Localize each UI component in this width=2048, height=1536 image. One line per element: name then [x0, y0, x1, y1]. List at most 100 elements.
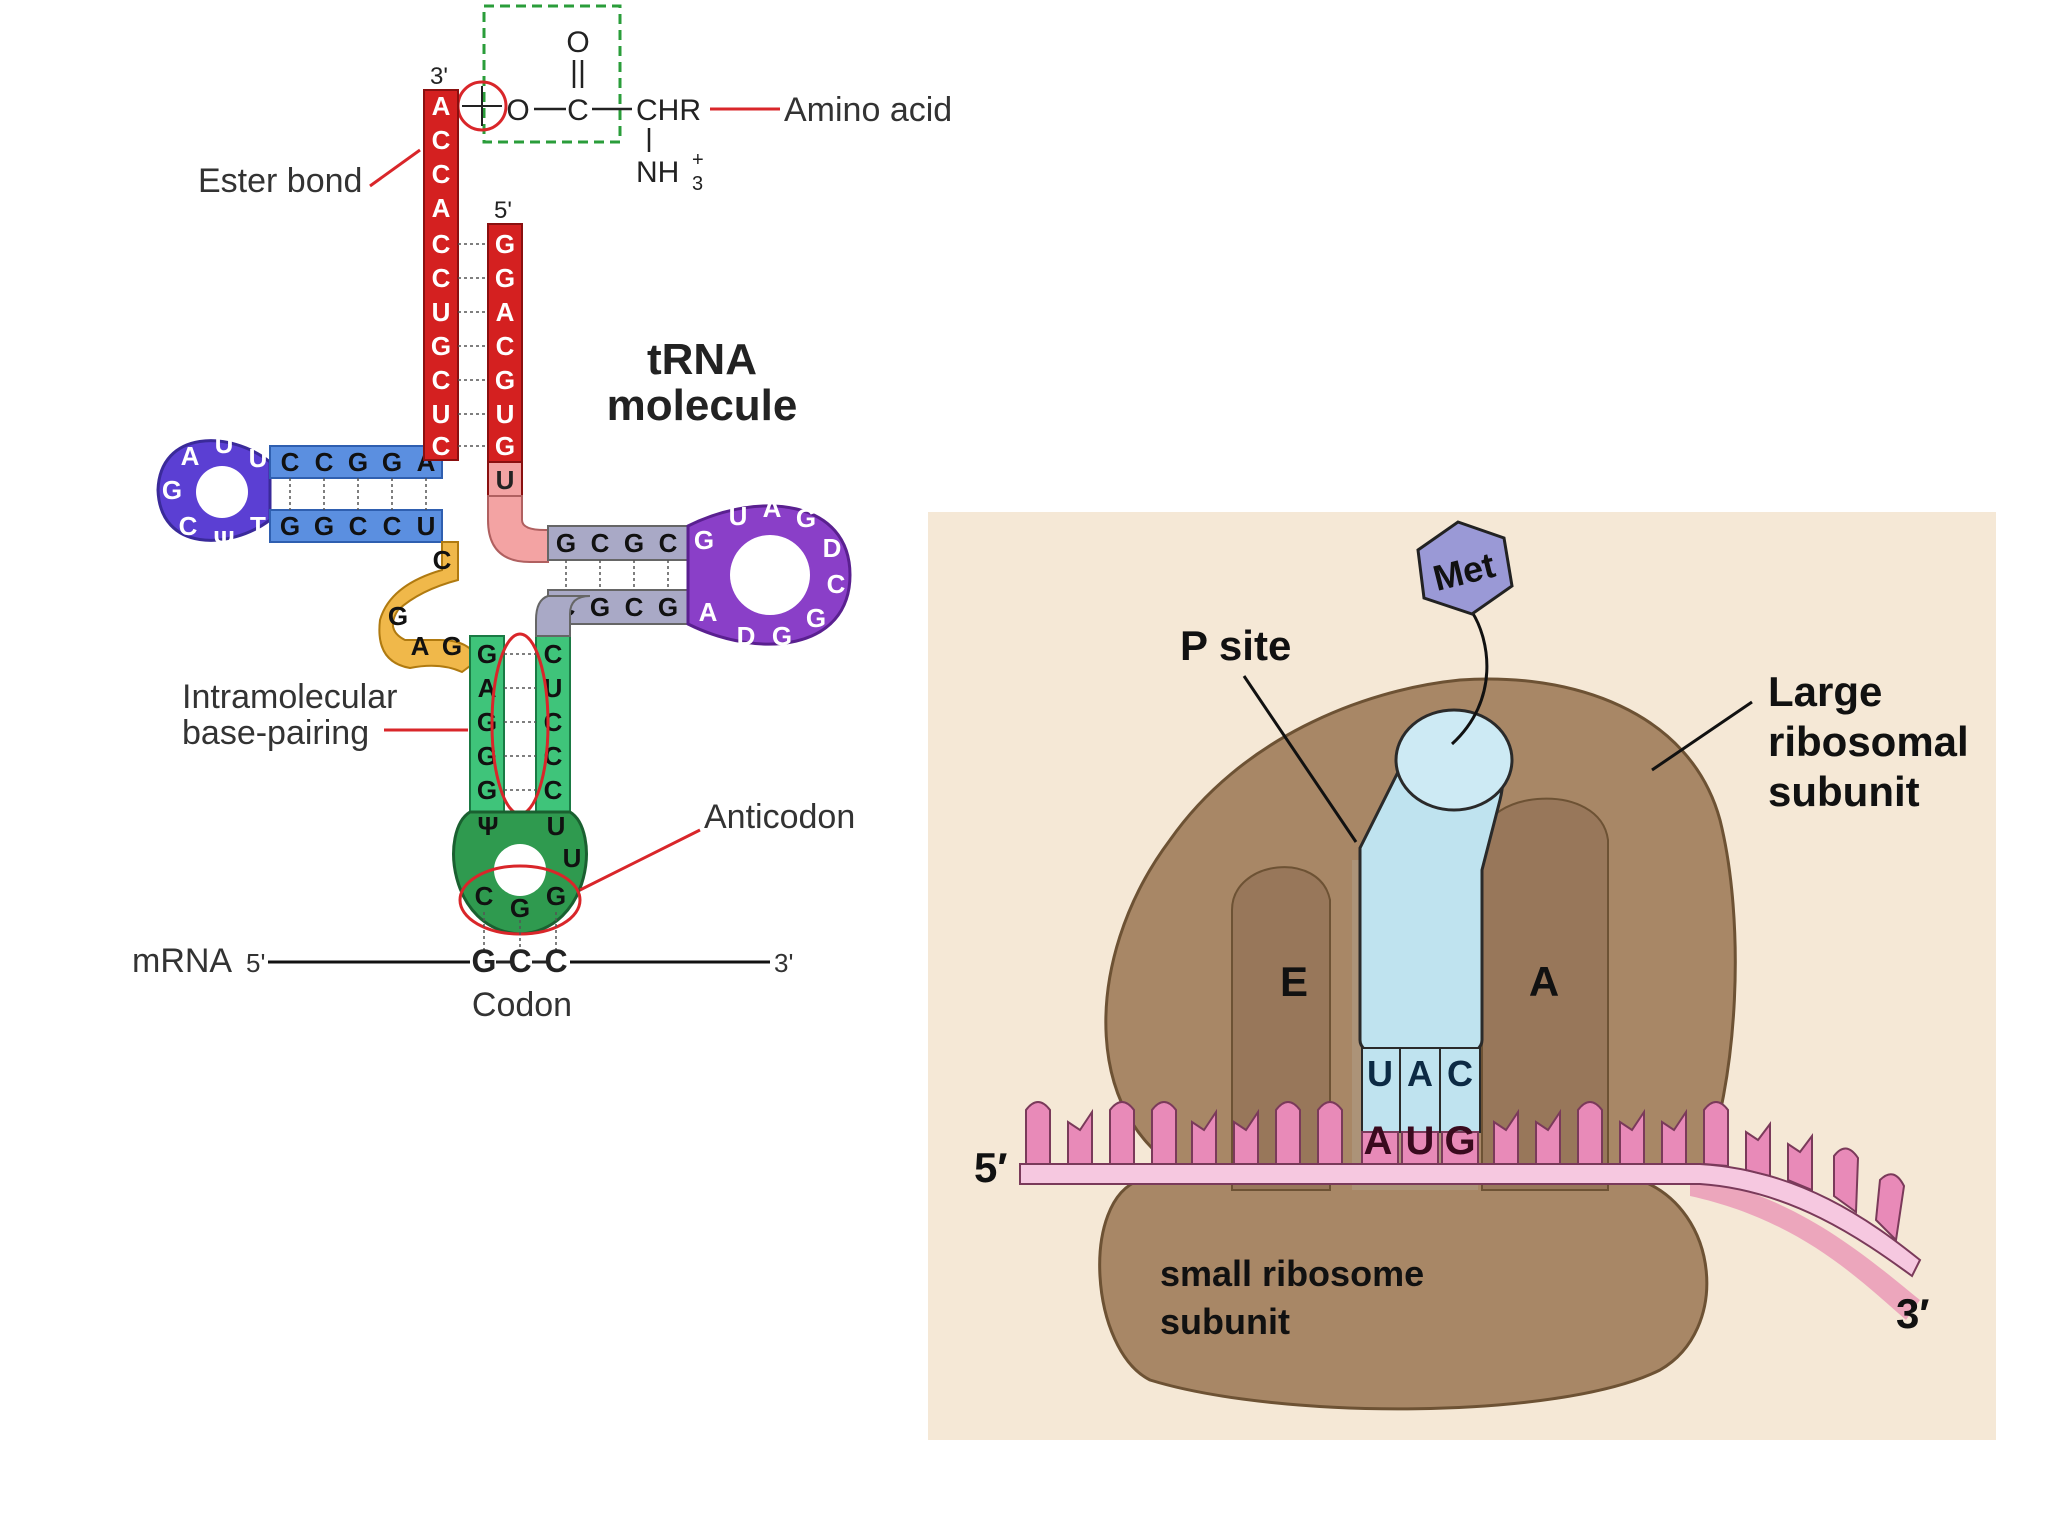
- svg-text:C: C: [827, 569, 846, 599]
- anticodon-arm-left-bases: G A G G G: [477, 639, 497, 805]
- svg-text:U: U: [496, 465, 515, 495]
- mrna-five-prime-label: 5′: [974, 1144, 1007, 1191]
- svg-text:C: C: [544, 775, 563, 805]
- svg-text:C: C: [591, 528, 610, 558]
- small-subunit-line2: subunit: [1160, 1301, 1290, 1342]
- amino-acid-box: [482, 4, 622, 144]
- a-site-label: A: [1529, 958, 1559, 1005]
- ribosome-anticodon: U A C: [1367, 1053, 1473, 1094]
- small-subunit-line1: small ribosome: [1160, 1253, 1424, 1294]
- acceptor-left-bases: A C C A C C U G C U C: [431, 91, 451, 461]
- large-subunit-line2: ribosomal: [1768, 718, 1969, 765]
- svg-text:C: C: [496, 331, 515, 361]
- svg-text:U: U: [544, 673, 563, 703]
- anticodon-label: Anticodon: [704, 798, 855, 836]
- mrna-teeth: [1025, 1101, 1906, 1243]
- svg-text:T: T: [250, 511, 266, 541]
- svg-text:U: U: [432, 297, 451, 327]
- svg-text:G: G: [658, 592, 678, 622]
- svg-text:C: C: [475, 881, 494, 911]
- d-arm-pairing-lines: [289, 478, 427, 510]
- amino-chr: CHR: [636, 94, 701, 127]
- svg-text:A: A: [496, 297, 515, 327]
- e-site-label: E: [1280, 958, 1308, 1005]
- acceptor-stem-right: [487, 223, 523, 463]
- anticodon-loop-extra-bases: Ψ U U: [477, 811, 581, 873]
- e-site-pocket: [1231, 866, 1331, 1191]
- svg-text:A: A: [432, 193, 451, 223]
- small-ribosome-subunit: [1098, 1178, 1709, 1411]
- intramolecular-label-2: base-pairing: [182, 714, 369, 752]
- svg-text:G: G: [314, 511, 334, 541]
- mrna-tail: [1690, 1176, 1920, 1320]
- svg-text:C: C: [659, 528, 678, 558]
- svg-text:C: C: [432, 125, 451, 155]
- svg-text:C: C: [281, 447, 300, 477]
- label-5prime-top: 5': [494, 197, 512, 224]
- amino-acid-label: Amino acid: [784, 91, 952, 129]
- svg-text:A: A: [699, 597, 718, 627]
- label-3prime-top: 3': [430, 63, 448, 90]
- svg-text:Ψ: Ψ: [477, 811, 498, 841]
- svg-text:C: C: [508, 943, 531, 979]
- d-loop-bases: U U A G C Ψ T: [162, 429, 268, 555]
- svg-text:C: C: [544, 943, 567, 979]
- svg-text:Ψ: Ψ: [213, 525, 234, 555]
- codon-bases: G C C: [472, 943, 568, 979]
- svg-text:A: A: [1364, 1119, 1393, 1163]
- svg-text:G: G: [772, 621, 792, 651]
- d-arm-top: [269, 445, 443, 479]
- svg-text:D: D: [823, 533, 842, 563]
- svg-text:U: U: [729, 501, 748, 531]
- codon-label: Codon: [472, 986, 572, 1024]
- mrna-three-prime-label: 3′: [1896, 1290, 1929, 1337]
- svg-text:G: G: [796, 503, 816, 533]
- svg-text:U: U: [215, 429, 234, 459]
- svg-text:U: U: [1406, 1119, 1435, 1163]
- svg-text:A: A: [763, 493, 782, 523]
- mrna-5prime: 5': [246, 948, 265, 978]
- svg-text:C: C: [432, 229, 451, 259]
- svg-text:C: C: [1447, 1053, 1473, 1094]
- svg-text:C: C: [433, 545, 452, 575]
- svg-text:U: U: [1367, 1053, 1393, 1094]
- p-site-label: P site: [1180, 622, 1291, 669]
- svg-text:C: C: [432, 263, 451, 293]
- trna-anticodon-stem: [1361, 1047, 1481, 1133]
- acceptor-t-connector: [487, 495, 549, 563]
- svg-text:G: G: [280, 511, 300, 541]
- svg-text:G: G: [477, 639, 497, 669]
- svg-text:U: U: [547, 811, 566, 841]
- ribosome-codon: A U G: [1364, 1119, 1476, 1163]
- svg-text:U: U: [432, 399, 451, 429]
- anticodon-pairing-lines: [504, 653, 536, 791]
- met-hexagon: [1416, 520, 1514, 616]
- svg-text:U: U: [496, 399, 515, 429]
- large-subunit-line1: Large: [1768, 668, 1882, 715]
- acceptor-stem-u: [487, 461, 523, 497]
- svg-text:C: C: [315, 447, 334, 477]
- anticodon-junction: [535, 595, 591, 637]
- svg-text:C: C: [432, 431, 451, 461]
- ribosome-panel: E A U A C Met P site Large ribosomal sub…: [928, 512, 1996, 1440]
- amino-o-top: O: [566, 26, 589, 59]
- svg-text:G: G: [1444, 1119, 1475, 1163]
- t-loop-bases: G U A G D C G G D A: [694, 493, 846, 651]
- svg-text:G: G: [624, 528, 644, 558]
- anticodon-bases: C G G: [475, 881, 567, 923]
- svg-text:A: A: [181, 441, 200, 471]
- t-arm-top: [547, 525, 689, 561]
- svg-text:G: G: [477, 775, 497, 805]
- ester-bond-label: Ester bond: [198, 162, 362, 200]
- svg-text:A: A: [1407, 1053, 1433, 1094]
- acceptor-stem-left: [423, 89, 459, 461]
- svg-text:C: C: [625, 592, 644, 622]
- mrna-3prime: 3': [774, 948, 793, 978]
- svg-text:G: G: [556, 528, 576, 558]
- trna-title-line2: molecule: [607, 381, 798, 430]
- svg-text:U: U: [249, 443, 268, 473]
- anticodon-arm-right-bases: C U C C C: [544, 639, 563, 805]
- svg-text:C: C: [544, 639, 563, 669]
- svg-text:G: G: [348, 447, 368, 477]
